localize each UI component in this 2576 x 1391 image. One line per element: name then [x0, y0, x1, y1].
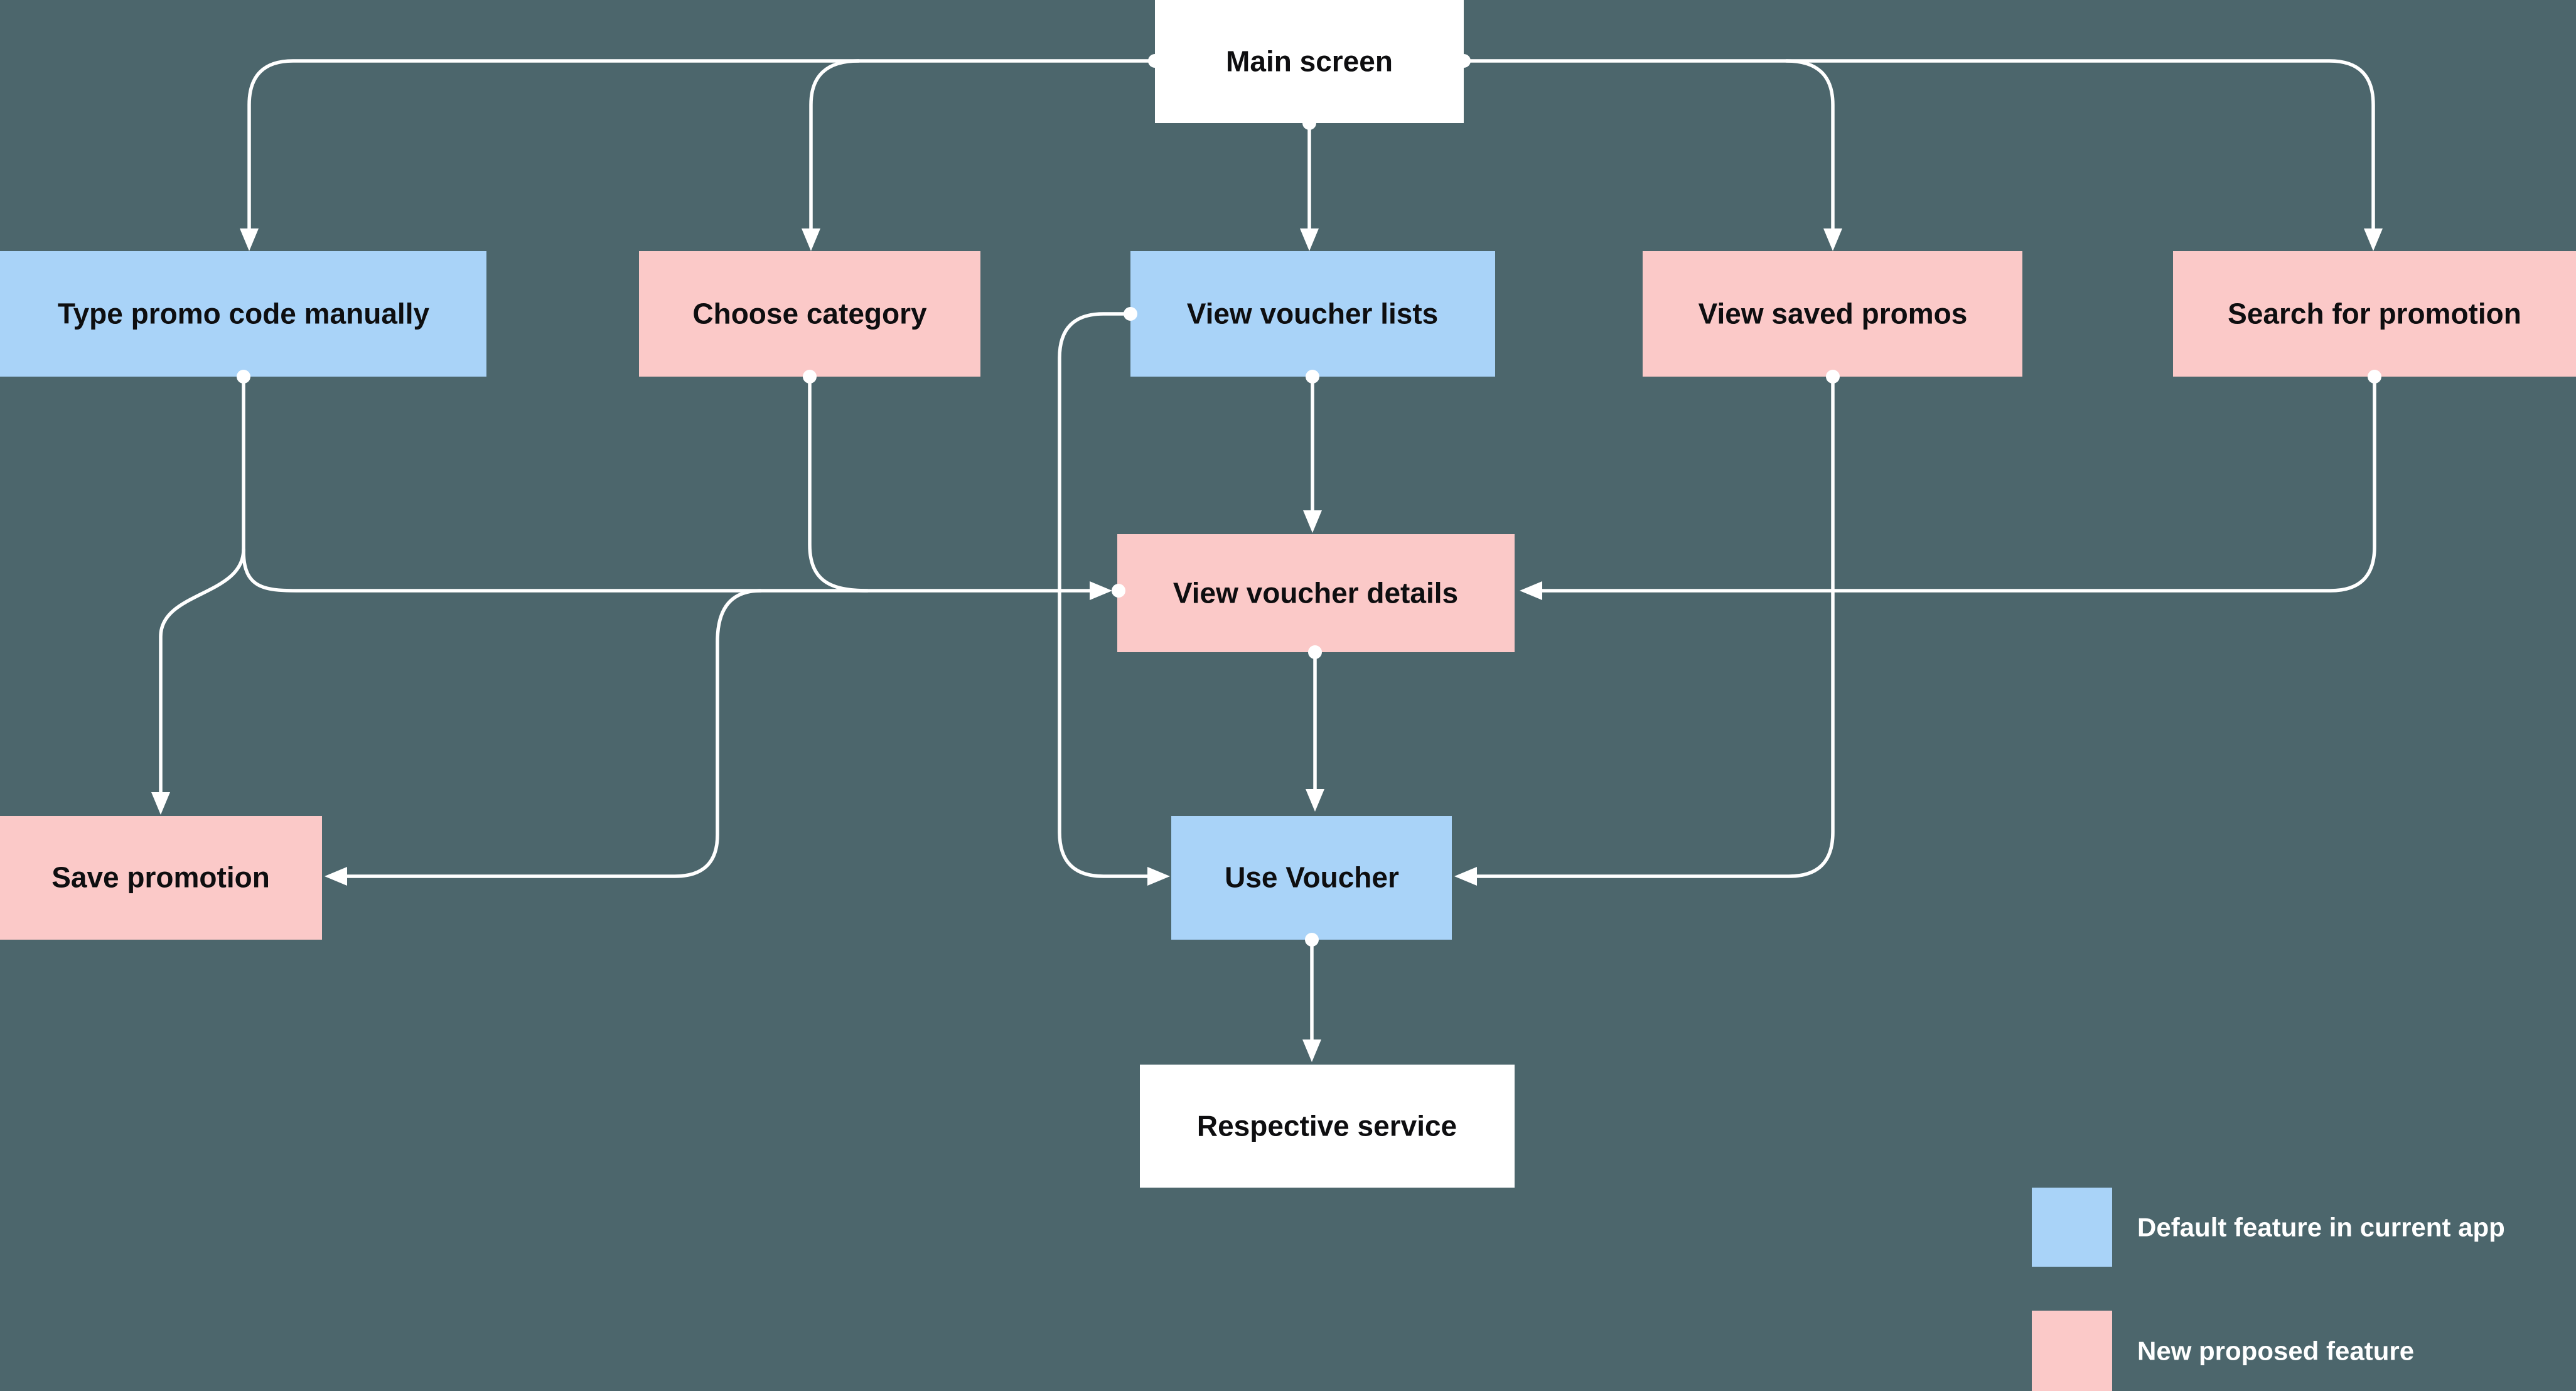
node-label: Choose category: [692, 298, 927, 330]
connector-dot: [1305, 933, 1319, 947]
connector-dot: [1308, 645, 1322, 659]
edge-main-branch-view-saved: [1784, 59, 1835, 233]
arrowhead: [1300, 228, 1319, 251]
legend-swatch-proposed: [2032, 1311, 2112, 1391]
node-label: Respective service: [1197, 1110, 1457, 1142]
edges: [159, 59, 2376, 1044]
edge-saved-promos-to-use: [1473, 375, 1835, 878]
connector-dot: [2368, 370, 2381, 384]
arrowhead: [2364, 228, 2383, 251]
edge-main-to-type-promo: [247, 59, 1157, 233]
node-label: Main screen: [1226, 45, 1393, 78]
edge-type-promo-to-save: [159, 547, 245, 797]
arrowhead: [325, 867, 347, 886]
legend-swatch-default: [2032, 1188, 2112, 1267]
node-label: View saved promos: [1699, 298, 1968, 330]
connector-dot: [1148, 54, 1162, 68]
node-view-voucher-details[interactable]: View voucher details: [1117, 534, 1515, 652]
connector-dot: [1124, 307, 1137, 321]
connector-dot: [1112, 584, 1125, 598]
arrowhead: [240, 228, 259, 251]
node-label: Use Voucher: [1225, 861, 1399, 894]
node-view-saved-promos[interactable]: View saved promos: [1643, 251, 2022, 377]
node-search-for-promotion[interactable]: Search for promotion: [2173, 251, 2576, 377]
connector-dots: [237, 54, 2381, 947]
arrowhead: [1303, 510, 1322, 533]
node-view-voucher-lists[interactable]: View voucher lists: [1130, 251, 1495, 377]
node-choose-category[interactable]: Choose category: [639, 251, 980, 377]
node-main-screen[interactable]: Main screen: [1155, 0, 1464, 123]
connector-dot: [1826, 370, 1840, 384]
arrowhead: [151, 792, 170, 815]
arrowhead: [1306, 789, 1324, 812]
arrowhead: [1823, 228, 1842, 251]
legend: Default feature in current app New propo…: [2032, 1188, 2505, 1391]
connector-dot: [1302, 116, 1316, 130]
edge-branch-to-save-promotion: [343, 589, 763, 878]
edge-type-promo-to-details: [242, 375, 1094, 593]
node-save-promotion[interactable]: Save promotion: [0, 816, 322, 940]
arrowheads: [151, 228, 2383, 1062]
arrowhead: [1302, 1039, 1321, 1062]
edge-main-branch-choose-category: [809, 59, 861, 233]
edge-voucher-lists-to-use: [1058, 312, 1152, 878]
arrowhead: [1147, 867, 1170, 886]
arrowhead: [802, 228, 820, 251]
connector-dot: [237, 370, 250, 384]
connector-dot: [1457, 54, 1471, 68]
node-type-promo-code-manually[interactable]: Type promo code manually: [0, 251, 486, 377]
node-label: Search for promotion: [2228, 298, 2521, 330]
node-label: View voucher lists: [1187, 298, 1439, 330]
connector-dot: [803, 370, 817, 384]
node-label: View voucher details: [1173, 577, 1458, 610]
edge-search-to-details: [1538, 375, 2376, 593]
edge-main-to-search-promotion: [1462, 59, 2375, 233]
node-respective-service[interactable]: Respective service: [1140, 1065, 1515, 1188]
legend-label-proposed: New proposed feature: [2137, 1336, 2414, 1365]
arrowhead: [1090, 581, 1112, 600]
node-label: Type promo code manually: [58, 298, 430, 330]
legend-label-default: Default feature in current app: [2137, 1212, 2505, 1242]
node-label: Save promotion: [51, 861, 270, 894]
arrowhead: [1520, 581, 1542, 600]
edge-choose-category-merge: [808, 375, 869, 593]
connector-dot: [1306, 370, 1319, 384]
arrowhead: [1454, 867, 1477, 886]
node-use-voucher[interactable]: Use Voucher: [1171, 816, 1452, 940]
